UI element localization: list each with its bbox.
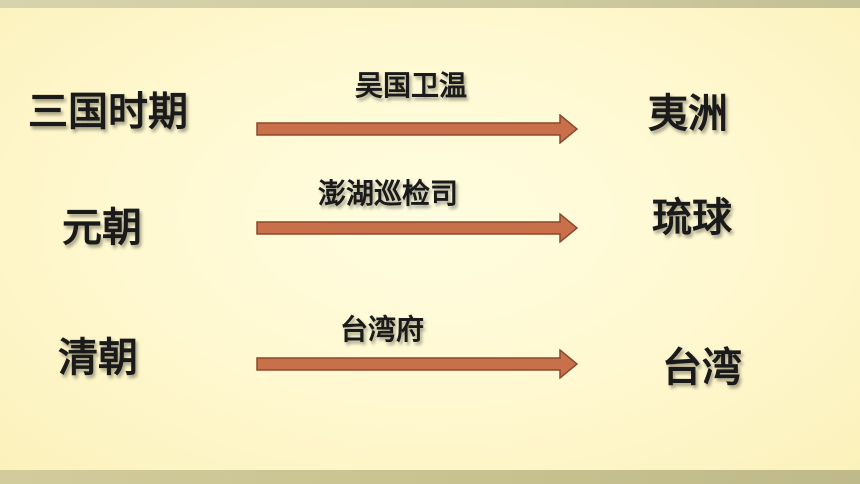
arrow-shape-1 (256, 114, 579, 144)
region-name-label-1: 夷洲 (648, 91, 728, 137)
arrow-2 (255, 213, 580, 243)
top-border-band (0, 0, 860, 8)
period-label-1: 三国时期 (28, 89, 188, 135)
arrow-shape-3 (256, 349, 579, 379)
institution-label-3: 台湾府 (340, 313, 425, 346)
arrow-1 (255, 114, 580, 144)
arrow-3 (255, 349, 580, 379)
institution-label-1: 吴国卫温 (355, 69, 468, 102)
period-label-2: 元朝 (62, 205, 142, 251)
arrow-shape-2 (256, 213, 579, 243)
institution-label-2: 澎湖巡检司 (318, 177, 459, 210)
region-name-label-2: 琉球 (652, 195, 732, 241)
slide-canvas: 三国时期 吴国卫温 夷洲 元朝 澎湖巡检司 琉球 清朝 台湾府 台湾 (0, 8, 860, 470)
region-name-label-3: 台湾 (662, 345, 742, 391)
period-label-3: 清朝 (58, 335, 138, 381)
bottom-border-band (0, 470, 860, 484)
